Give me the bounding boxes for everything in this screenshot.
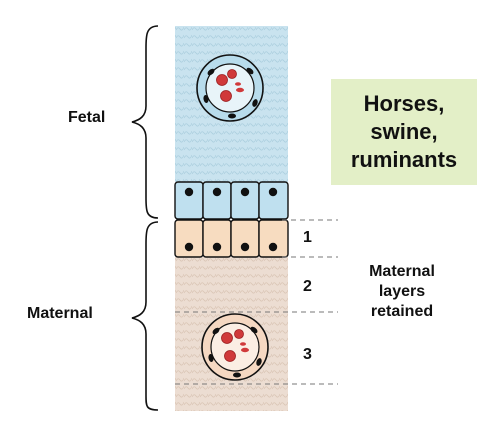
fetal-red-blood-cell <box>220 90 232 102</box>
layer-number-2: 2 <box>303 278 312 295</box>
maternal-cell-nucleus <box>212 242 222 252</box>
species-line: Horses, <box>363 91 445 116</box>
fetal-endothelial-nucleus <box>203 95 209 103</box>
maternal-red-blood-cell <box>234 329 244 339</box>
maternal-brace <box>131 221 159 411</box>
layer-number-1: 1 <box>303 229 312 246</box>
fetal-cell-nucleus <box>240 187 250 197</box>
fetal-red-blood-cell <box>236 87 244 93</box>
species-line: ruminants <box>350 147 458 172</box>
fetal-label: Fetal <box>68 109 106 126</box>
maternal-endothelial-nucleus <box>256 358 262 366</box>
maternal-endothelial-nucleus <box>212 327 220 335</box>
layer-boundaries <box>175 219 338 385</box>
maternal-red-blood-cell <box>224 350 236 362</box>
fetal-brace <box>131 25 159 219</box>
note-line: Maternal <box>369 263 435 280</box>
maternal-endothelial-nucleus <box>250 326 258 334</box>
fetal-red-blood-cell <box>216 74 228 86</box>
fetal-cell-nucleus <box>268 187 278 197</box>
maternal-capillary <box>201 313 269 381</box>
maternal-epithelium <box>174 219 289 258</box>
fetal-epithelium <box>174 181 289 220</box>
note-line: layers <box>378 283 426 300</box>
fetal-capillary <box>196 54 264 122</box>
maternal-red-blood-cell <box>241 347 249 353</box>
fetal-red-blood-cell <box>227 69 237 79</box>
maternal-red-blood-cell <box>221 332 233 344</box>
maternal-tissue <box>175 257 288 411</box>
maternal-endothelial-nucleus <box>233 372 241 378</box>
fetal-endothelial-nucleus <box>252 99 258 107</box>
species-box: Horses, swine, ruminants <box>331 79 477 185</box>
fetal-endothelial-nucleus <box>207 68 215 76</box>
maternal-cell-nucleus <box>184 242 194 252</box>
species-line: swine, <box>370 119 438 144</box>
fetal-cell-nucleus <box>184 187 194 197</box>
maternal-label: Maternal <box>27 305 93 322</box>
maternal-endothelial-nucleus <box>208 354 214 362</box>
fetal-endothelial-nucleus <box>246 67 254 75</box>
fetal-red-blood-cell <box>235 82 241 86</box>
note-line: retained <box>370 303 434 320</box>
maternal-red-blood-cell <box>240 342 246 346</box>
fetal-cell-nucleus <box>212 187 222 197</box>
fetal-endothelial-nucleus <box>228 113 236 119</box>
maternal-cell-nucleus <box>240 242 250 252</box>
layer-number-3: 3 <box>303 346 312 363</box>
maternal-cell-nucleus <box>268 242 278 252</box>
maternal-layers-note: Maternal layers retained <box>344 262 460 322</box>
